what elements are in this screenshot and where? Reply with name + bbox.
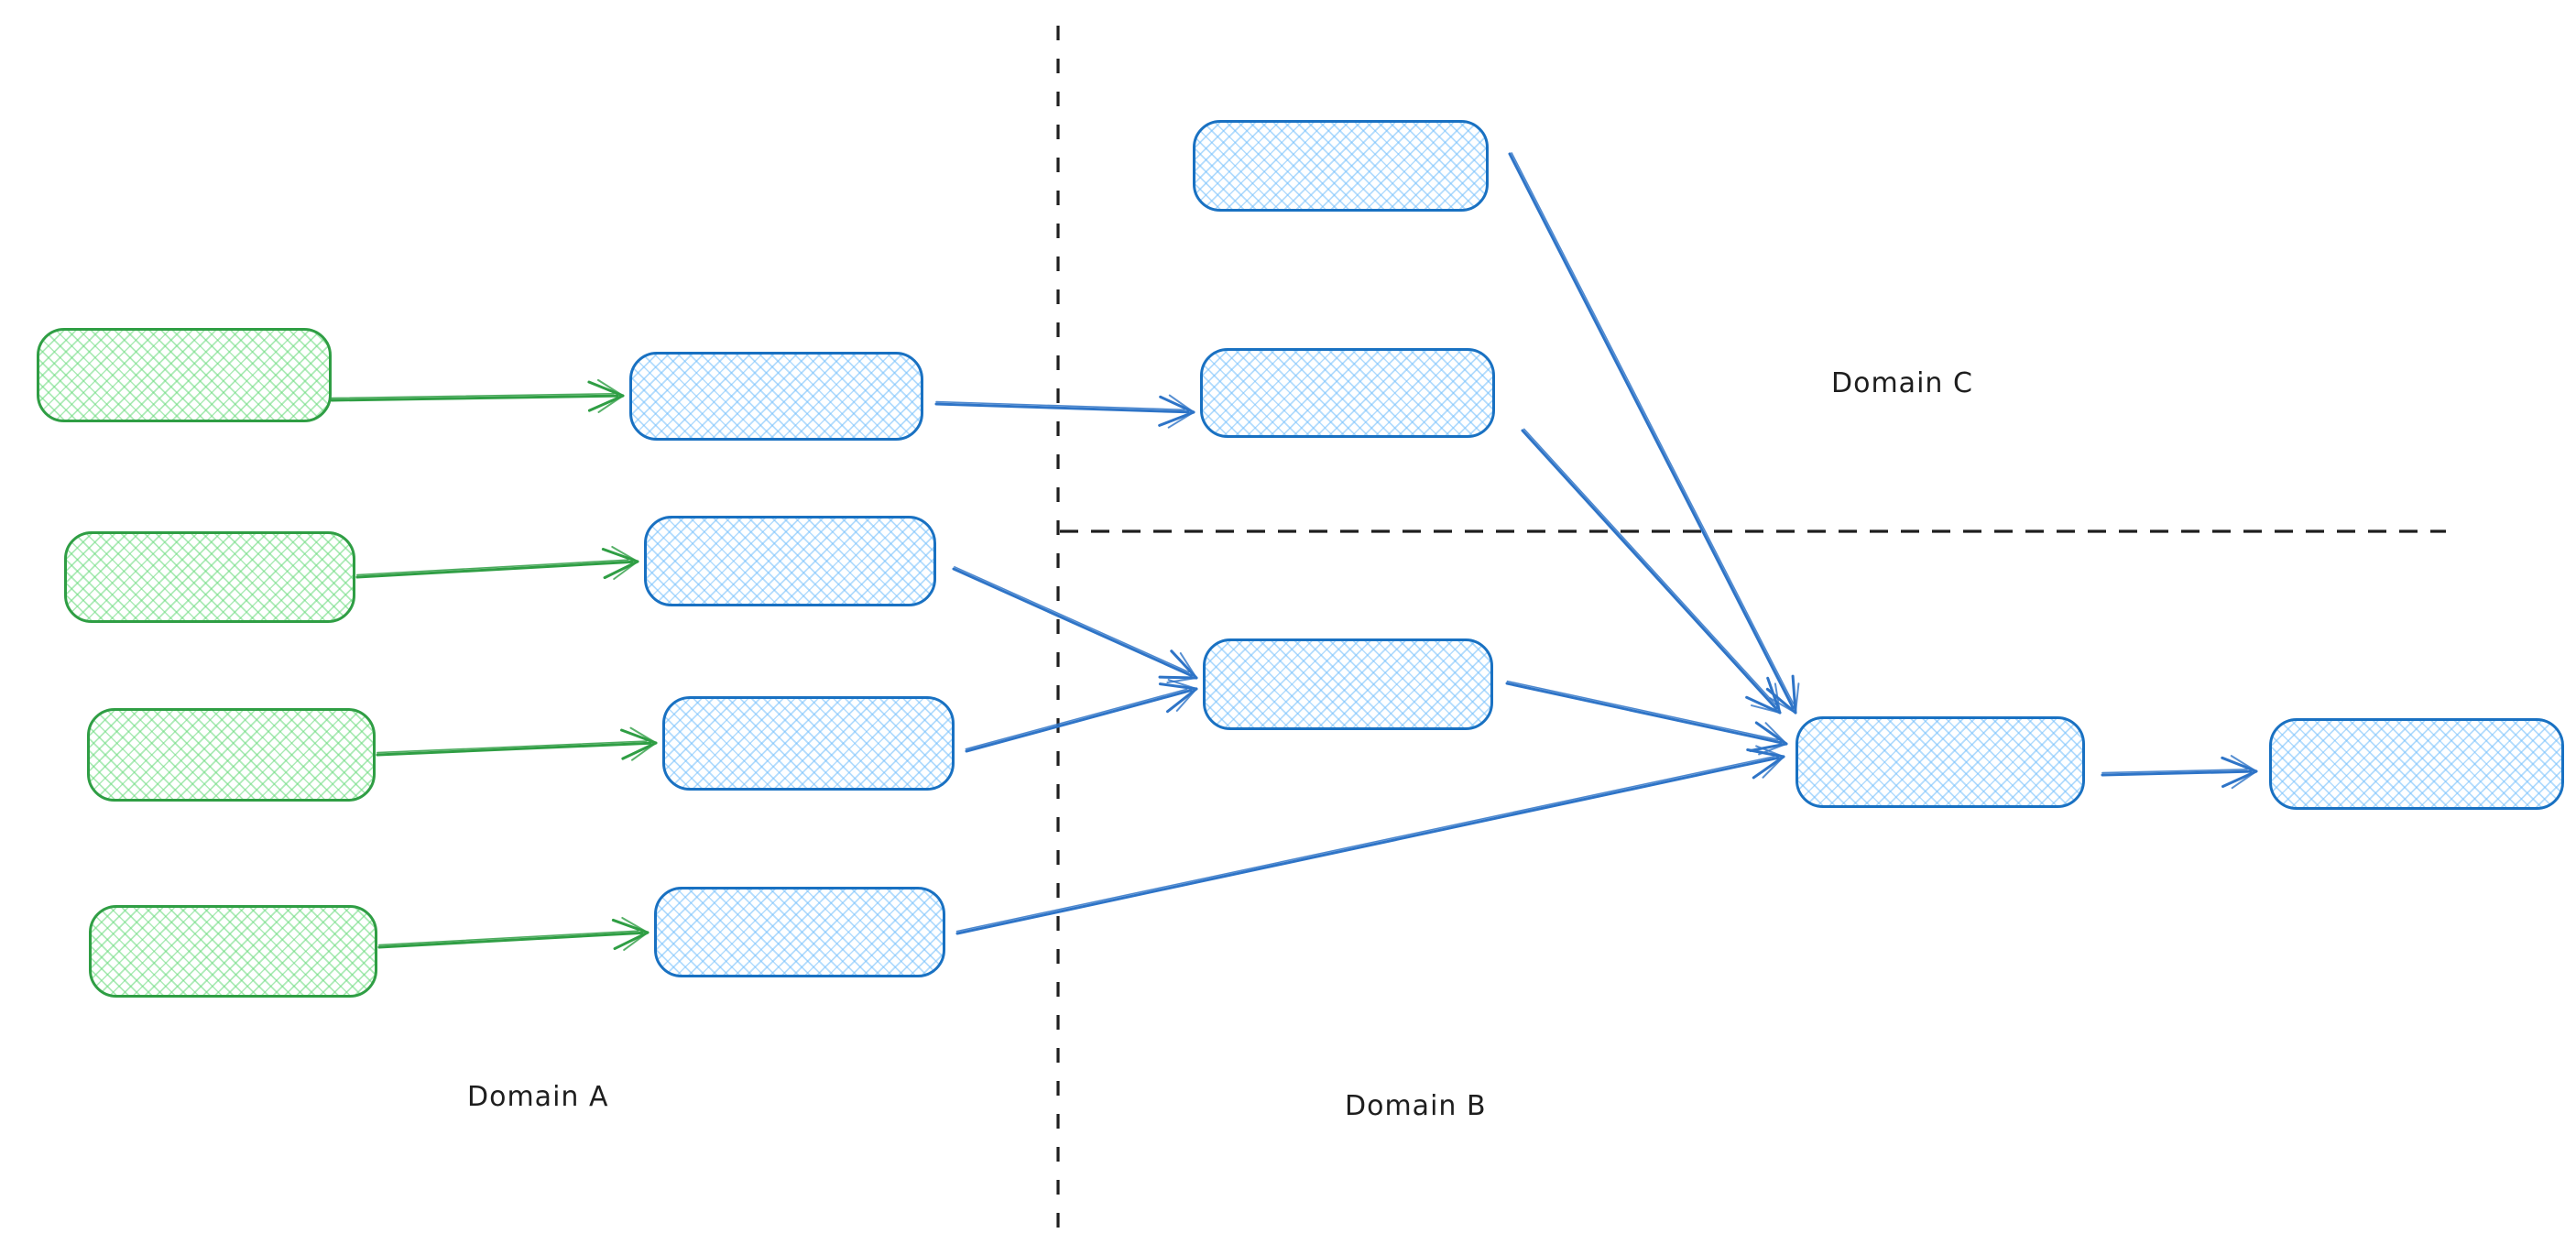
- arrow-a-source-1-to-a-stage-1[interactable]: [330, 378, 625, 413]
- label-domain-c[interactable]: Domain C: [1831, 367, 1973, 399]
- arrow-c-top-to-b-merge[interactable]: [1508, 152, 1800, 715]
- node-b-output[interactable]: [2269, 718, 2564, 810]
- arrow-a-stage-4-to-b-merge[interactable]: [955, 745, 1785, 935]
- node-a-stage-2[interactable]: [644, 516, 936, 606]
- node-b-mid[interactable]: [1203, 638, 1493, 730]
- node-b-merge[interactable]: [1796, 716, 2085, 808]
- node-c-top[interactable]: [1193, 120, 1489, 212]
- node-a-source-4[interactable]: [89, 905, 377, 998]
- node-a-stage-3[interactable]: [662, 696, 955, 791]
- arrow-a-stage-1-to-c-upper[interactable]: [934, 394, 1195, 429]
- arrow-a-stage-3-to-b-mid[interactable]: [965, 679, 1198, 753]
- arrow-c-upper-to-b-merge[interactable]: [1521, 428, 1782, 715]
- arrow-b-merge-to-b-output[interactable]: [2101, 755, 2258, 790]
- node-a-source-3[interactable]: [87, 708, 376, 802]
- label-domain-a[interactable]: Domain A: [467, 1081, 609, 1113]
- node-a-stage-1[interactable]: [629, 352, 923, 441]
- arrow-a-stage-2-to-b-mid[interactable]: [952, 566, 1198, 684]
- label-domain-b[interactable]: Domain B: [1345, 1090, 1487, 1122]
- arrow-b-mid-to-b-merge[interactable]: [1505, 680, 1788, 756]
- arrow-a-source-2-to-a-stage-2[interactable]: [355, 545, 639, 580]
- node-c-upper[interactable]: [1200, 348, 1495, 438]
- node-a-source-1[interactable]: [37, 328, 332, 422]
- arrow-a-source-3-to-a-stage-3[interactable]: [376, 726, 658, 761]
- arrow-a-source-4-to-a-stage-4[interactable]: [377, 916, 649, 951]
- node-a-stage-4[interactable]: [654, 887, 945, 977]
- node-a-source-2[interactable]: [64, 531, 355, 623]
